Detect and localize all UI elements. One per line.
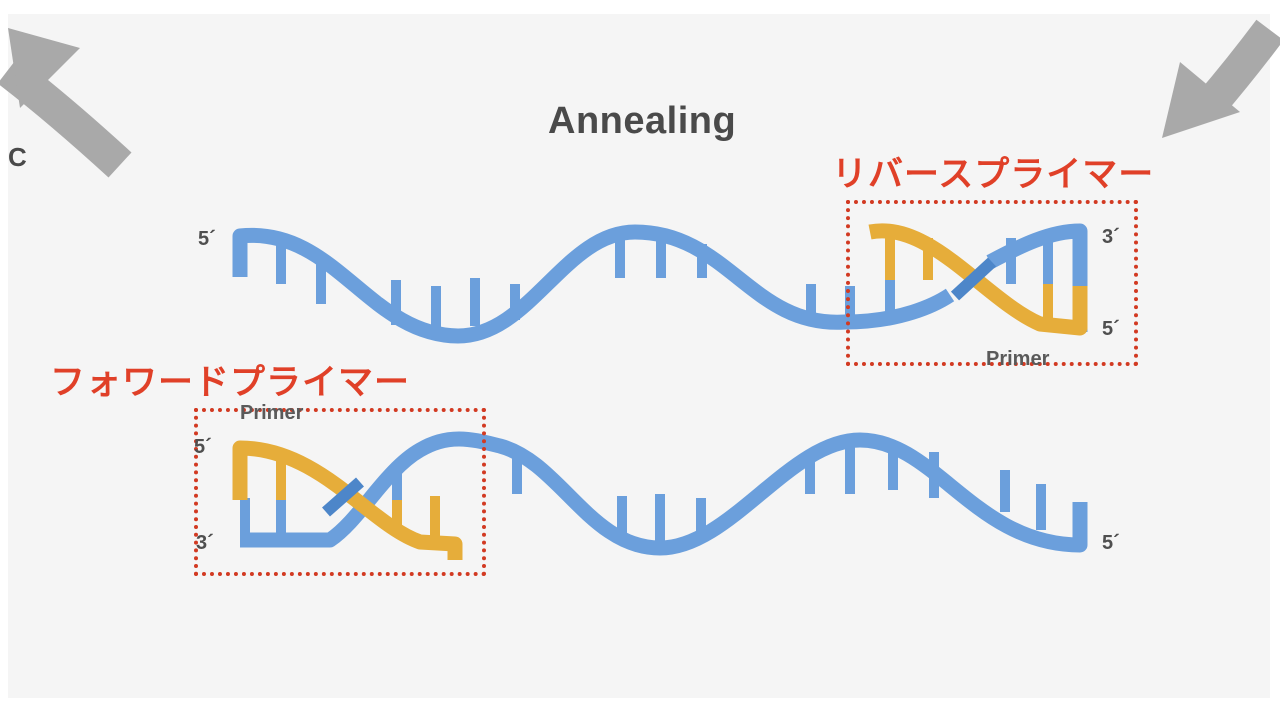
cropped-label-fragment: C xyxy=(8,142,27,172)
top-strand-5-end-right: 5´ xyxy=(1102,318,1120,340)
forward-primer-text: Primer xyxy=(240,402,304,424)
bottom-strand-5-end-left: 5´ xyxy=(194,436,212,458)
bottom-strand-3-end-left: 3´ xyxy=(196,532,214,554)
reverse-primer-highlight-box xyxy=(846,200,1138,366)
reverse-primer-text: Primer xyxy=(986,348,1050,370)
top-strand-3-end-right: 3´ xyxy=(1102,226,1120,248)
bottom-strand-5-end-right: 5´ xyxy=(1102,532,1120,554)
top-dna-strand xyxy=(232,223,1088,344)
diagram-title: Annealing xyxy=(548,100,737,142)
diagram-panel xyxy=(8,14,1270,698)
cycle-arrow-right-icon xyxy=(1162,19,1280,138)
cycle-arrow-left-icon xyxy=(0,28,132,178)
forward-primer-label: フォワードプライマー xyxy=(50,363,411,403)
bottom-dna-strand xyxy=(232,431,1088,560)
top-strand-5-end-left: 5´ xyxy=(198,228,216,250)
forward-primer-highlight-box xyxy=(194,408,486,576)
reverse-primer-label: リバースプライマー xyxy=(832,155,1155,195)
